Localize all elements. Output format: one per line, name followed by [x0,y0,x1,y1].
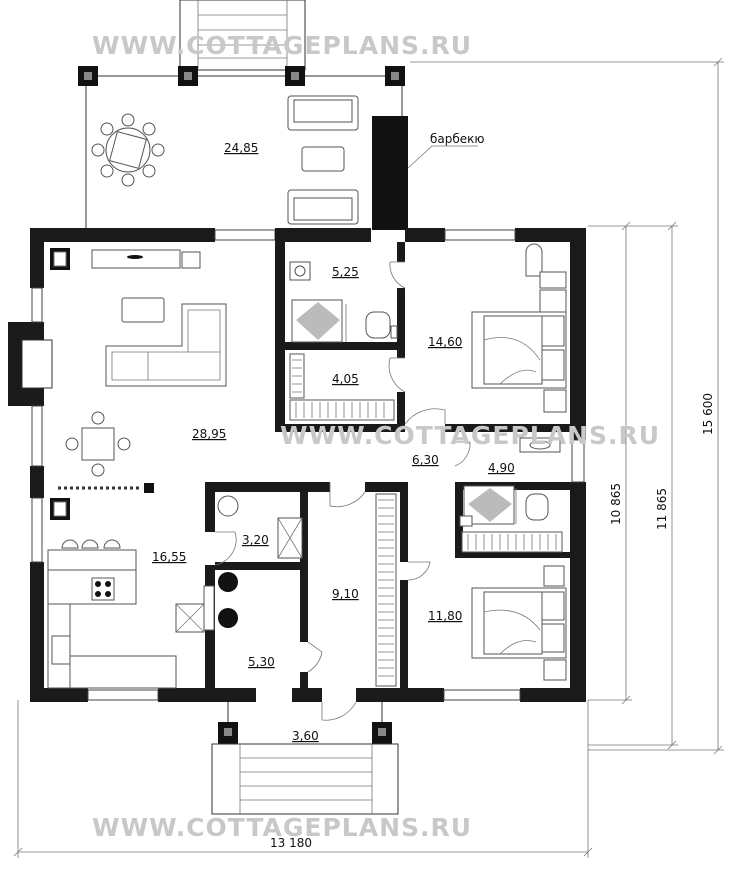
room-area-terrace: 24,85 [224,141,258,155]
coffee-table [301,146,345,172]
bathroom-right-fixtures [459,437,563,553]
room-area-bathroom-right: 4,90 [488,461,515,475]
front-porch [211,702,399,815]
bedroom-top-furniture [471,243,567,413]
doors [214,261,471,721]
room-area-closet-top: 4,05 [332,372,359,386]
terrace-sofa-bottom [287,189,359,225]
room-area-boiler: 5,30 [248,655,275,669]
room-area-corridor: 6,30 [412,453,439,467]
kitchen-furniture [47,539,205,689]
bedroom-bottom-furniture [471,565,567,681]
bathroom-top-fixtures [289,261,398,343]
dim-inner-height-b: 11 865 [655,488,669,530]
dim-total-height: 15 600 [701,393,715,435]
watermark-top: WWW.COTTAGEPLANS.RU [92,31,472,60]
terrace [78,66,478,230]
room-area-living: 28,95 [192,427,226,441]
hall-wardrobe [375,493,397,687]
room-area-storage: 3,20 [242,533,269,547]
storage-boiler [203,495,303,631]
bbq-chimney [372,116,408,230]
room-area-bedroom-top: 14,60 [428,335,462,349]
dim-inner-height-a: 10 865 [609,483,623,525]
watermark-middle: WWW.COTTAGEPLANS.RU [280,421,660,450]
living-furniture [50,248,227,520]
exterior-walls [8,228,586,702]
room-area-hall: 9,10 [332,587,359,601]
round-dining-table [91,113,165,187]
dimension-lines [13,57,724,858]
dining-table-living [65,411,131,477]
terrace-columns [78,66,405,86]
closet-top-rack [289,353,395,421]
bbq-label: барбекю [430,132,485,146]
room-area-kitchen: 16,55 [152,550,186,564]
rear-steps [179,0,306,71]
dim-total-width: 13 180 [270,836,312,850]
room-area-porch: 3,60 [292,729,319,743]
room-area-bathroom-top: 5,25 [332,265,359,279]
room-area-bedroom-bottom: 11,80 [428,609,462,623]
watermark-bottom: WWW.COTTAGEPLANS.RU [92,813,472,842]
terrace-sofa-top [287,95,359,131]
